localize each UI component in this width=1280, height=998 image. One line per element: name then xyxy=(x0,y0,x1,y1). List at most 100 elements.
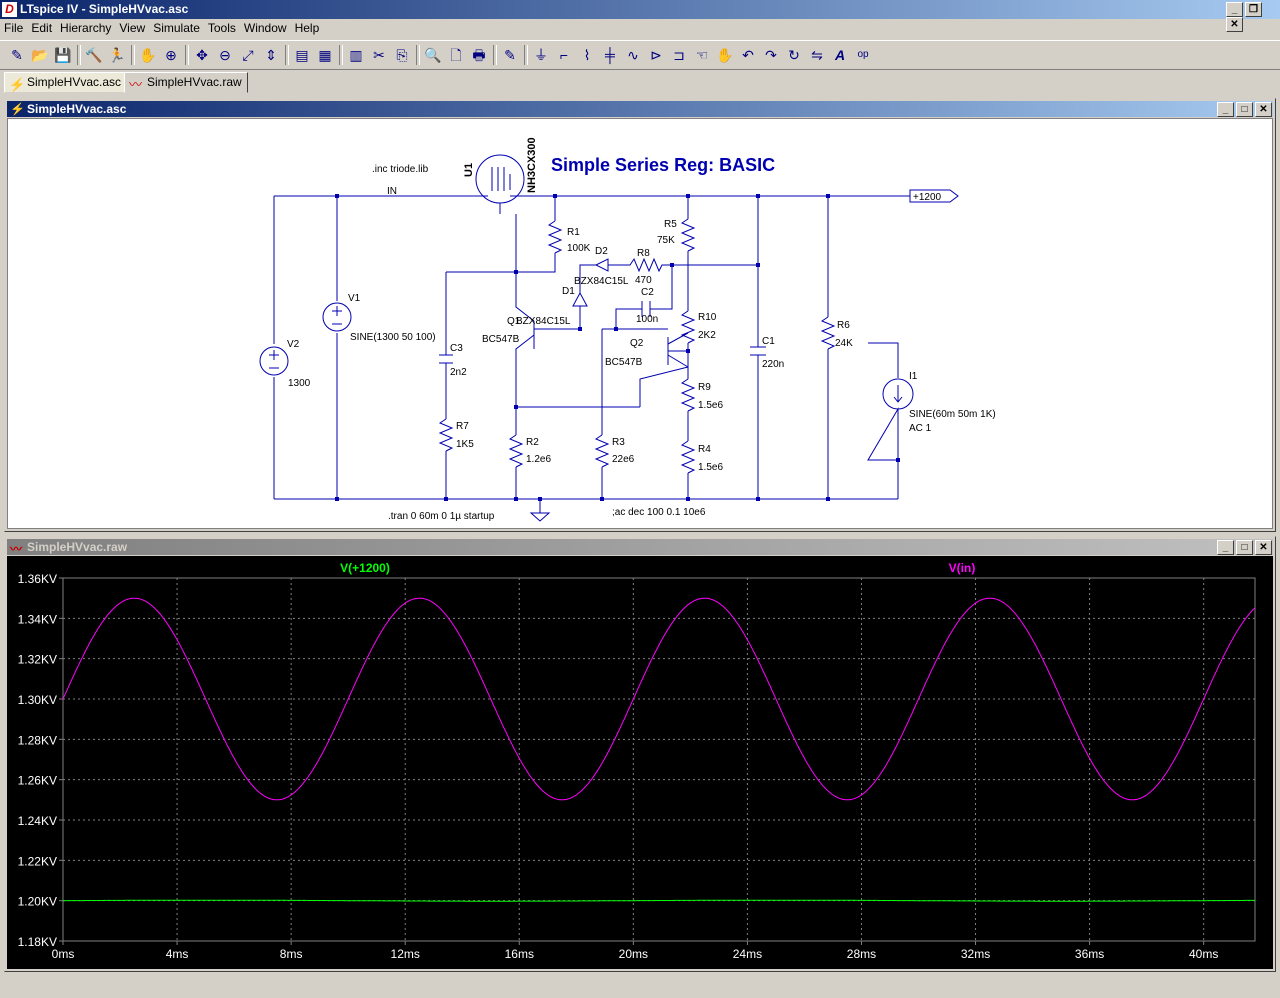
zoom-out-icon[interactable]: ⊖ xyxy=(219,47,231,63)
zoom-in-icon[interactable]: ⊕ xyxy=(165,47,177,63)
text-icon[interactable]: A xyxy=(834,47,846,63)
i1-value: SINE(60m 50m 1K) xyxy=(909,409,996,420)
label-icon[interactable]: ⌐ xyxy=(559,47,569,63)
ltspice-logo-icon: D xyxy=(2,2,17,17)
schematic-title: Simple Series Reg: BASIC xyxy=(551,155,775,175)
zoom-fit-icon[interactable]: ⤢ xyxy=(242,47,254,63)
r5-ref: R5 xyxy=(664,219,677,230)
control-panel-icon[interactable]: 🔨 xyxy=(85,47,103,63)
redo-icon[interactable]: ↷ xyxy=(765,47,777,63)
waveform-window-title: SimpleHVvac.raw xyxy=(27,540,128,554)
cascade-icon[interactable]: ▦ xyxy=(318,47,332,63)
x-tick-label: 36ms xyxy=(1075,947,1104,961)
component-icon[interactable]: ⊐ xyxy=(673,47,685,63)
schematic-svg[interactable]: Simple Series Reg: BASIC .inc triode.lib… xyxy=(8,119,1272,527)
app-titlebar: D LTspice IV - SimpleHVvac.asc _❐✕ xyxy=(0,0,1280,32)
r4-ref: R4 xyxy=(698,444,711,455)
menu-view[interactable]: View xyxy=(119,21,146,35)
restore-button[interactable]: ❐ xyxy=(1245,2,1262,17)
menu-edit[interactable]: Edit xyxy=(31,21,53,35)
waveform-plot[interactable]: 1.36KV1.34KV1.32KV1.30KV1.28KV1.26KV1.24… xyxy=(7,556,1271,967)
legend-label-v-in: V(in) xyxy=(949,561,976,575)
c1-value: 220n xyxy=(762,359,784,370)
waveform-close-button[interactable]: ✕ xyxy=(1255,540,1272,555)
r1-value: 100K xyxy=(567,243,591,254)
y-tick-label: 1.32KV xyxy=(18,653,57,667)
menu-file[interactable]: File xyxy=(4,21,24,35)
menu-window[interactable]: Window xyxy=(243,21,287,35)
menu-tools[interactable]: Tools xyxy=(207,21,236,35)
undo-icon[interactable]: ↶ xyxy=(742,47,754,63)
r5-value: 75K xyxy=(657,235,675,246)
waveform-minimize-button[interactable]: _ xyxy=(1217,540,1234,555)
close-button[interactable]: ✕ xyxy=(1226,17,1243,32)
r10-ref: R10 xyxy=(698,312,717,323)
run-icon[interactable]: 🏃 xyxy=(108,47,126,63)
spice-directive-icon[interactable]: op xyxy=(857,49,869,60)
d1-ref: D1 xyxy=(562,286,575,297)
v2-ref: V2 xyxy=(287,339,300,350)
tab-label: SimpleHVvac.raw xyxy=(147,75,242,89)
r6-ref: R6 xyxy=(837,320,850,331)
tile-vertical-icon[interactable]: ▥ xyxy=(349,47,363,63)
mirror-icon[interactable]: ⇋ xyxy=(811,47,823,63)
ground-icon[interactable]: ⏚ xyxy=(534,47,548,63)
inductor-icon[interactable]: ∿ xyxy=(627,47,639,63)
tab-waveform[interactable]: 〰 SimpleHVvac.raw xyxy=(124,72,248,93)
x-tick-label: 40ms xyxy=(1189,947,1218,961)
drag-icon[interactable]: ✋ xyxy=(716,47,734,63)
toolbar-separator xyxy=(524,45,528,65)
waveform-maximize-button[interactable]: □ xyxy=(1236,540,1253,555)
x-tick-label: 8ms xyxy=(280,947,303,961)
menu-simulate[interactable]: Simulate xyxy=(153,21,200,35)
save-icon[interactable]: 💾 xyxy=(54,47,72,63)
x-tick-label: 28ms xyxy=(847,947,876,961)
capacitor-icon[interactable]: ╪ xyxy=(605,47,615,63)
waveform-icon: 〰 xyxy=(10,542,23,556)
schematic-minimize-button[interactable]: _ xyxy=(1217,102,1234,117)
d2-value: BZX84C15L xyxy=(574,276,629,287)
net-label-in: IN xyxy=(387,186,397,197)
halt-icon[interactable]: ✋ xyxy=(139,47,157,63)
autorange-icon[interactable]: ⇕ xyxy=(265,47,277,63)
schematic-close-button[interactable]: ✕ xyxy=(1255,102,1272,117)
print-preview-icon[interactable]: 🗋 xyxy=(450,47,462,63)
print-icon[interactable]: 🖶 xyxy=(472,47,486,63)
wire-icon[interactable]: ✎ xyxy=(504,47,516,63)
legend-label-v-out: V(+1200) xyxy=(340,561,390,575)
r2-value: 1.2e6 xyxy=(526,454,551,465)
cut-icon[interactable]: ✂ xyxy=(373,47,385,63)
find-icon[interactable]: 🔍 xyxy=(424,47,442,63)
series-line-v-in xyxy=(62,597,1256,801)
open-icon[interactable]: 📂 xyxy=(31,47,49,63)
minimize-button[interactable]: _ xyxy=(1226,2,1243,17)
menu-hierarchy[interactable]: Hierarchy xyxy=(60,21,112,35)
x-tick-label: 32ms xyxy=(961,947,990,961)
tab-schematic[interactable]: ⚡ SimpleHVvac.asc xyxy=(4,72,128,93)
x-tick-label: 4ms xyxy=(166,947,189,961)
rotate-icon[interactable]: ↻ xyxy=(788,47,800,63)
tile-horizontal-icon[interactable]: ▤ xyxy=(295,47,309,63)
include-directive: .inc triode.lib xyxy=(372,164,429,175)
resistor-icon[interactable]: ⌇ xyxy=(583,47,591,63)
c2-value: 100n xyxy=(636,314,658,325)
y-tick-label: 1.34KV xyxy=(18,612,57,626)
schematic-canvas[interactable]: Simple Series Reg: BASIC .inc triode.lib… xyxy=(7,118,1273,529)
copy-icon[interactable]: ⎘ xyxy=(396,47,408,63)
move-icon[interactable]: ☜ xyxy=(695,47,709,63)
waveform-window-titlebar: 〰 SimpleHVvac.raw _□✕ xyxy=(7,539,1273,556)
tab-label: SimpleHVvac.asc xyxy=(27,75,122,89)
c2-ref: C2 xyxy=(641,287,654,298)
schematic-icon: ⚡ xyxy=(9,77,26,92)
r3-value: 22e6 xyxy=(612,454,635,465)
diode-icon[interactable]: ⊳ xyxy=(650,47,662,63)
schematic-maximize-button[interactable]: □ xyxy=(1236,102,1253,117)
y-tick-label: 1.18KV xyxy=(18,935,57,949)
waveform-icon: 〰 xyxy=(129,77,143,92)
toolbar-separator xyxy=(185,45,189,65)
pan-icon[interactable]: ✥ xyxy=(196,47,208,63)
q1-ref: Q1 xyxy=(507,316,521,327)
menu-help[interactable]: Help xyxy=(294,21,320,35)
new-schematic-icon[interactable]: ✎ xyxy=(11,47,23,63)
